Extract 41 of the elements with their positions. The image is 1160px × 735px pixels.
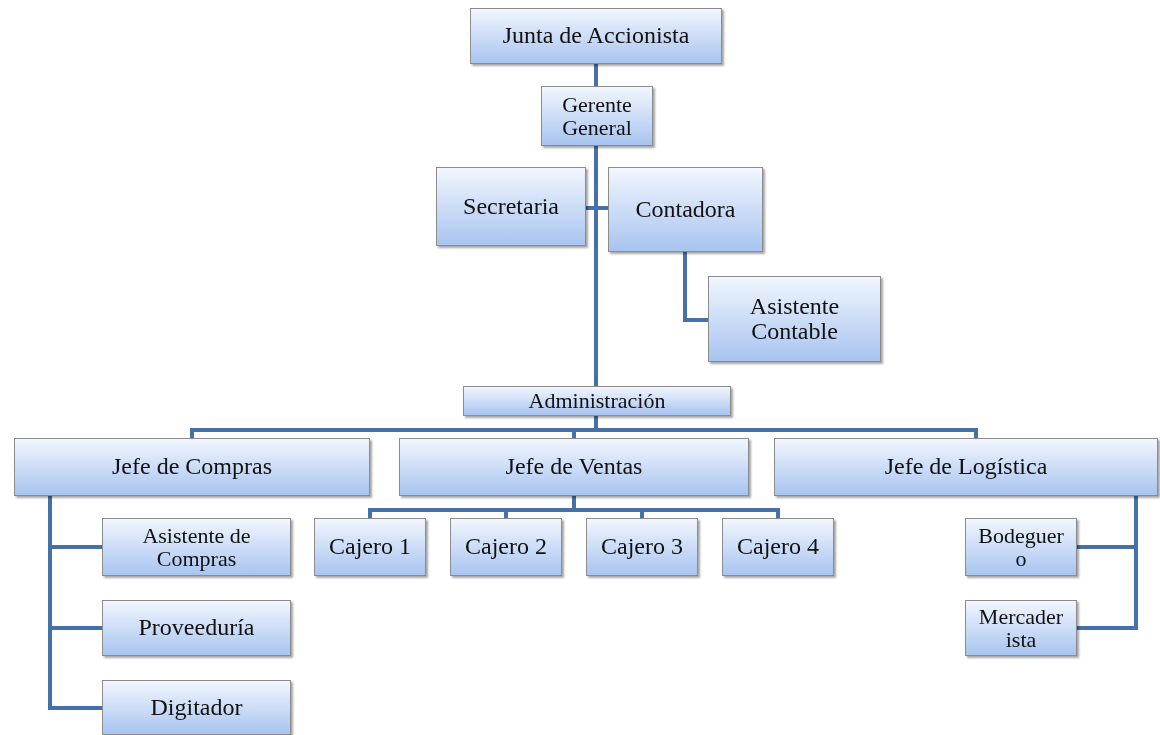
- org-box: [965, 600, 1077, 656]
- role-title: Asistente Contable: [748, 293, 841, 345]
- role-title: Gerente General: [561, 92, 633, 140]
- role-title: Contadora: [634, 196, 737, 223]
- org-box: [722, 518, 834, 576]
- org-box: [102, 680, 291, 735]
- role-title: Administración: [527, 389, 667, 413]
- role-title: Secretaria: [462, 193, 560, 220]
- org-box: [102, 518, 291, 576]
- org-box: [450, 518, 562, 576]
- org-box: [470, 8, 722, 64]
- org-box: [436, 167, 586, 246]
- org-box: [463, 386, 731, 416]
- role-title: Jefe de Logística: [883, 454, 1049, 480]
- role-title: Bodeguero: [977, 523, 1065, 571]
- role-title: Jefe de Ventas: [504, 454, 644, 480]
- org-box: [586, 518, 698, 576]
- org-box: [965, 518, 1077, 576]
- org-box: [102, 600, 291, 656]
- role-title: Digitador: [149, 694, 244, 721]
- connector-line: [1077, 496, 1138, 630]
- role-title: Jefe de Compras: [111, 454, 273, 480]
- role-title: Proveeduría: [137, 615, 256, 641]
- org-box: [608, 167, 763, 252]
- connector-line: [683, 252, 708, 322]
- role-title: Cajero 2: [464, 534, 548, 560]
- role-title: Junta de Accionista: [501, 23, 691, 49]
- connector-line: [594, 416, 978, 438]
- role-title: Asistente de Compras: [141, 523, 252, 571]
- role-title: Cajero 3: [600, 534, 684, 560]
- connector-line: [48, 496, 102, 710]
- org-box: [774, 438, 1158, 496]
- org-box: [708, 276, 881, 362]
- role-title: Mercaderista: [977, 604, 1065, 652]
- org-box: [541, 86, 653, 146]
- role-title: Cajero 4: [736, 534, 820, 560]
- connector-line: [594, 64, 598, 86]
- org-box: [314, 518, 426, 576]
- org-box: [14, 438, 370, 496]
- role-title: Cajero 1: [328, 534, 412, 560]
- org-box: [399, 438, 749, 496]
